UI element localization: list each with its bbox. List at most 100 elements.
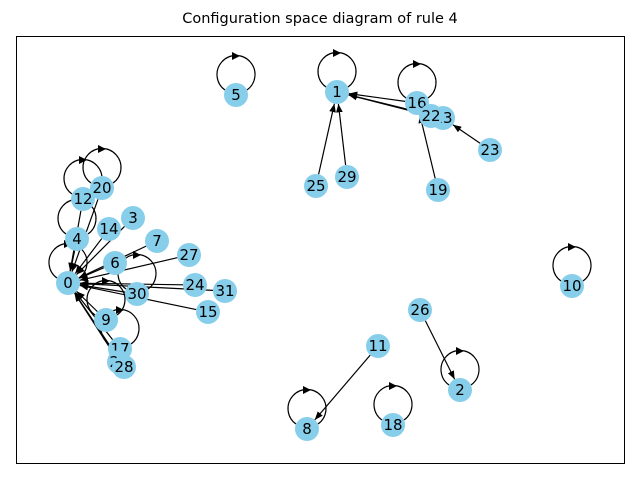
node-label-3: 3 [128,209,138,227]
self-loop-arrowhead-16 [413,60,421,68]
node-19: 19 [426,178,450,202]
node-28: 28 [112,355,136,379]
node-24: 24 [183,273,207,297]
node-circle-9 [94,308,118,332]
node-label-1: 1 [332,83,342,101]
node-12: 12 [71,187,95,211]
node-15: 15 [196,300,220,324]
node-7: 7 [145,229,169,253]
node-label-26: 26 [410,301,429,319]
node-11: 11 [366,334,390,358]
node-label-5: 5 [231,86,241,104]
node-23: 23 [478,138,502,162]
node-circle-29 [335,165,359,189]
self-loop-arrowhead-8 [303,386,311,394]
node-6: 6 [103,251,127,275]
node-label-20: 20 [92,179,111,197]
node-circle-22 [419,104,443,128]
node-circle-2 [448,378,472,402]
node-circle-30 [125,282,149,306]
node-label-0: 0 [63,274,73,292]
node-5: 5 [224,83,248,107]
node-25: 25 [304,174,328,198]
node-label-19: 19 [428,181,447,199]
node-label-27: 27 [179,246,198,264]
self-loop-arrowhead-2 [456,347,464,355]
node-31: 31 [213,279,237,303]
edge-16-to-1 [348,91,406,102]
node-layer: 0123456789101112131415161718192021222324… [56,80,584,441]
edge-14-to-0 [74,238,103,274]
self-loop-layer [48,49,592,425]
self-loop-arrowhead-30 [133,251,141,259]
node-circle-26 [408,298,432,322]
node-label-30: 30 [127,285,146,303]
node-20: 20 [90,176,114,200]
node-circle-7 [145,229,169,253]
node-circle-5 [224,83,248,107]
node-circle-12 [71,187,95,211]
node-label-8: 8 [302,420,312,438]
node-circle-27 [177,243,201,267]
node-circle-3 [121,206,145,230]
node-circle-25 [304,174,328,198]
node-circle-14 [97,217,121,241]
node-circle-4 [65,227,89,251]
node-label-12: 12 [73,190,92,208]
node-3: 3 [121,206,145,230]
self-loop-arrowhead-17 [116,306,124,314]
node-circle-24 [183,273,207,297]
node-4: 4 [65,227,89,251]
edge-29-to-1 [336,103,347,166]
node-14: 14 [97,217,121,241]
node-circle-0 [56,271,80,295]
node-label-29: 29 [337,168,356,186]
node-label-31: 31 [215,282,234,300]
node-10: 10 [560,274,584,298]
edge-27-to-0 [79,257,178,282]
node-label-11: 11 [368,337,387,355]
node-0: 0 [56,271,80,295]
node-30: 30 [125,282,149,306]
node-circle-8 [295,417,319,441]
edge-25-to-1 [318,103,336,175]
node-label-6: 6 [110,254,120,272]
node-label-22: 22 [421,107,440,125]
self-loop-arrowhead-5 [232,52,240,60]
edge-26-to-2 [424,320,456,380]
node-circle-23 [478,138,502,162]
node-circle-31 [213,279,237,303]
edge-23-to-13 [452,124,481,144]
self-loop-arrowhead-12 [79,156,87,164]
node-label-28: 28 [114,358,133,376]
node-label-15: 15 [198,303,217,321]
edge-19-to-16 [418,114,436,179]
edge-6-to-0 [78,267,105,279]
node-circle-28 [112,355,136,379]
diagram-title: Configuration space diagram of rule 4 [182,11,458,27]
node-label-9: 9 [101,311,111,329]
node-circle-20 [90,176,114,200]
self-loop-arrowhead-20 [98,145,106,153]
edge-11-to-8 [314,354,371,421]
node-22: 22 [419,104,443,128]
node-label-14: 14 [99,220,118,238]
node-label-10: 10 [562,277,581,295]
node-29: 29 [335,165,359,189]
self-loop-arrowhead-18 [389,382,397,390]
plot-frame [16,36,625,464]
node-circle-11 [366,334,390,358]
node-label-23: 23 [480,141,499,159]
node-label-25: 25 [306,177,325,195]
node-circle-10 [560,274,584,298]
node-9: 9 [94,308,118,332]
node-label-4: 4 [72,230,82,248]
node-26: 26 [408,298,432,322]
edge-layer [68,91,481,421]
node-label-16: 16 [407,94,426,112]
node-2: 2 [448,378,472,402]
node-label-24: 24 [185,276,204,294]
node-circle-19 [426,178,450,202]
node-27: 27 [177,243,201,267]
node-circle-18 [381,413,405,437]
